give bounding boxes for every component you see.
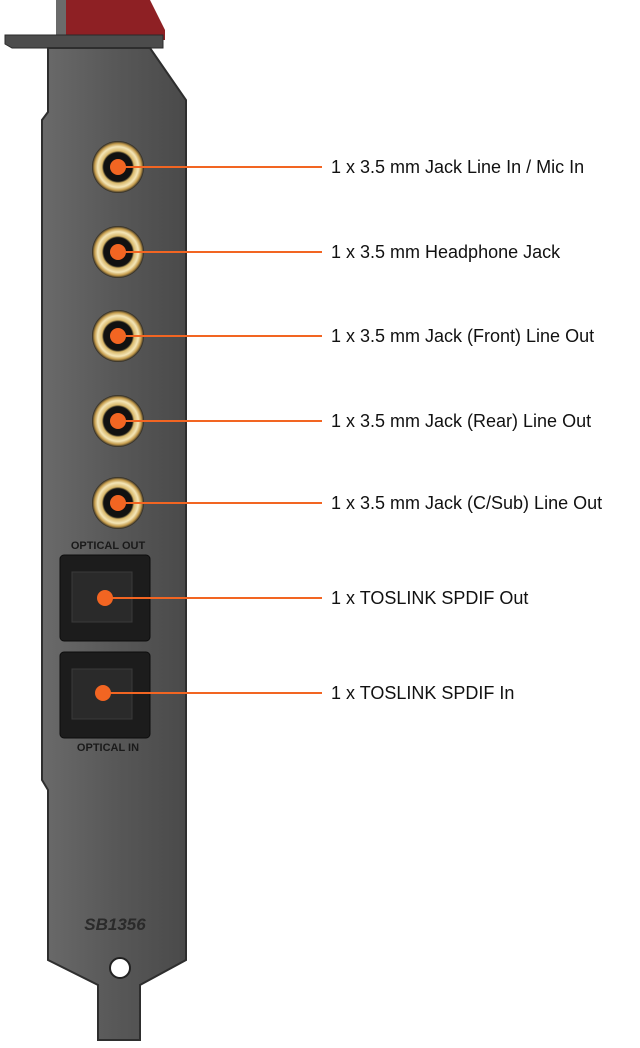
callout-label: 1 x TOSLINK SPDIF In xyxy=(331,683,515,703)
bracket-flange xyxy=(4,34,164,49)
callout-label: 1 x TOSLINK SPDIF Out xyxy=(331,588,529,608)
model-number: SB1356 xyxy=(84,915,146,934)
optical-in-label: OPTICAL IN xyxy=(77,742,139,754)
callout-dot xyxy=(110,244,126,260)
callout-dot xyxy=(110,328,126,344)
callout-label: 1 x 3.5 mm Jack (Front) Line Out xyxy=(331,326,595,346)
optical-out-label: OPTICAL OUT xyxy=(71,540,146,552)
card-pcb-edge xyxy=(56,0,165,40)
callout-dot xyxy=(110,413,126,429)
callout-dot xyxy=(110,495,126,511)
mounting-hole xyxy=(109,957,131,979)
callout-label: 1 x 3.5 mm Headphone Jack xyxy=(331,242,561,262)
callout-dot xyxy=(95,685,111,701)
callout-label: 1 x 3.5 mm Jack Line In / Mic In xyxy=(331,157,585,177)
callout-dot xyxy=(110,159,126,175)
bracket-plate xyxy=(41,47,187,1041)
callout-label: 1 x 3.5 mm Jack (C/Sub) Line Out xyxy=(331,493,603,513)
callout-label: 1 x 3.5 mm Jack (Rear) Line Out xyxy=(331,411,592,431)
callout-dot xyxy=(97,590,113,606)
